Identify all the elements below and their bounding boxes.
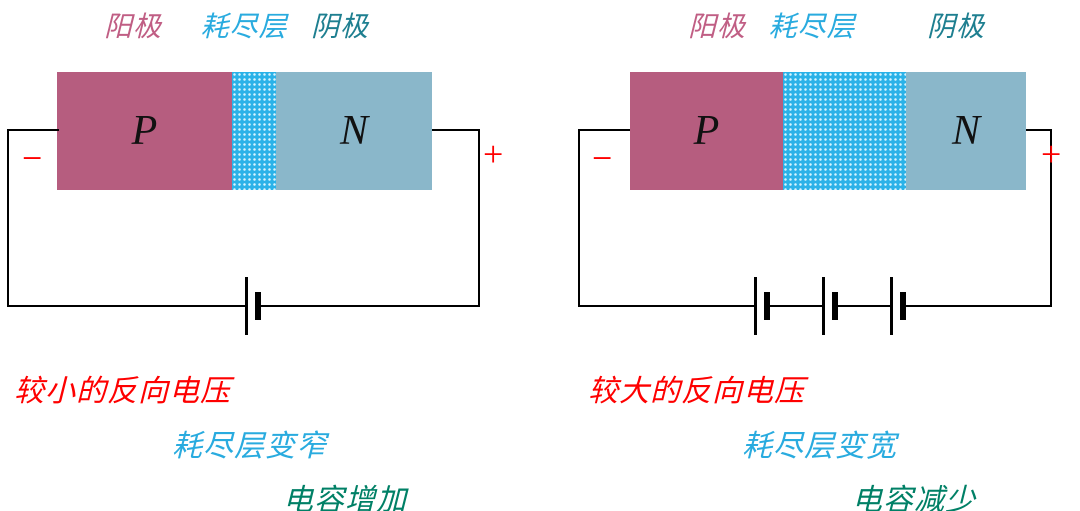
left-wire-right-vertical <box>478 129 480 307</box>
right-battery-cell1-long-plate <box>754 277 757 335</box>
left-wire-top-right-stub <box>432 129 480 131</box>
left-wire-left-vertical <box>7 129 9 307</box>
right-caption-depletion: 耗尽层变宽 <box>742 430 897 463</box>
left-plus-sign: + <box>483 134 504 174</box>
left-battery-long-plate <box>245 277 248 335</box>
right-p-letter: P <box>693 108 720 154</box>
right-caption-voltage: 较大的反向电压 <box>588 375 805 408</box>
right-n-letter: N <box>951 108 980 154</box>
right-wire-left-vertical <box>578 129 580 307</box>
right-wire-bottom-b <box>770 305 822 307</box>
left-cathode-label: 阴极 <box>310 12 370 43</box>
right-wire-top-left-stub <box>578 129 630 131</box>
right-battery-cell1-short-plate <box>764 292 770 320</box>
left-wire-top-left-stub <box>7 129 59 131</box>
right-anode-label: 阳极 <box>687 12 747 43</box>
right-battery-cell2-short-plate <box>832 292 838 320</box>
right-minus-sign: − <box>592 138 613 178</box>
left-battery-short-plate <box>255 292 261 320</box>
left-n-letter: N <box>339 108 368 154</box>
right-wire-bottom-d <box>906 305 1052 307</box>
left-p-letter: P <box>131 108 158 154</box>
left-wire-bottom-b <box>261 305 480 307</box>
left-n-region: N <box>276 72 432 190</box>
right-depletion-label: 耗尽层 <box>768 12 856 43</box>
left-caption-voltage: 较小的反向电压 <box>14 375 231 408</box>
left-depletion-region <box>232 72 276 190</box>
right-cathode-label: 阴极 <box>926 12 986 43</box>
right-caption-capacitance: 电容减少 <box>852 484 976 511</box>
right-wire-bottom-a <box>578 305 754 307</box>
right-plus-sign: + <box>1041 134 1062 174</box>
right-battery-cell3-long-plate <box>890 277 893 335</box>
right-battery-cell3-short-plate <box>900 292 906 320</box>
right-wire-top-right-stub <box>1026 129 1052 131</box>
left-diode-bar: P N <box>57 72 432 190</box>
right-wire-bottom-c <box>838 305 890 307</box>
right-diode-bar: P N <box>630 72 1026 190</box>
right-n-region: N <box>906 72 1026 190</box>
left-anode-label: 阳极 <box>103 12 163 43</box>
left-caption-capacitance: 电容增加 <box>283 484 407 511</box>
left-depletion-label: 耗尽层 <box>200 12 288 43</box>
left-caption-depletion: 耗尽层变窄 <box>172 430 327 463</box>
right-wire-right-vertical <box>1050 129 1052 307</box>
right-depletion-region <box>783 72 906 190</box>
right-p-region: P <box>630 72 783 190</box>
left-wire-bottom-a <box>7 305 245 307</box>
right-battery-cell2-long-plate <box>822 277 825 335</box>
left-p-region: P <box>57 72 232 190</box>
left-minus-sign: − <box>22 138 43 178</box>
